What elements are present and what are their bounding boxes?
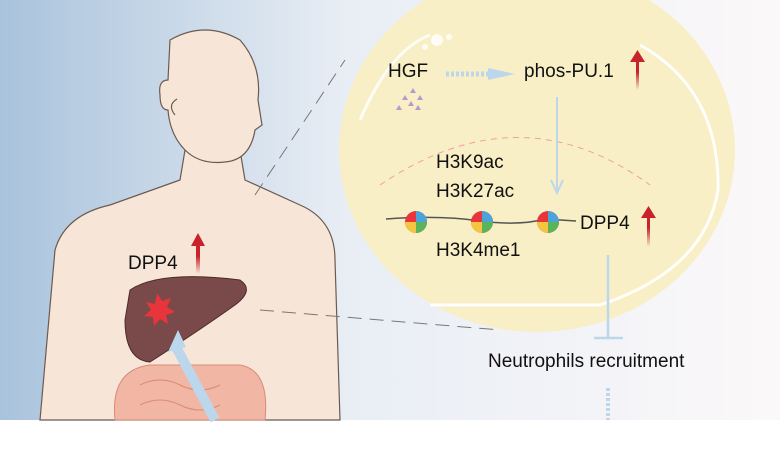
h3k9ac-label: H3K9ac (436, 152, 504, 173)
bubble (422, 44, 428, 50)
h3k27ac-label: H3K27ac (436, 181, 515, 202)
dpp4-body-label: DPP4 (128, 253, 178, 274)
up-arrow-head (641, 206, 656, 218)
up-arrow-head (191, 233, 205, 246)
phos-pu1-label: phos-PU.1 (524, 61, 614, 82)
up-arrow-body-icon (196, 244, 200, 274)
tumor-icon (144, 293, 175, 326)
cell (339, 0, 735, 332)
nucleus-boundary (379, 137, 651, 186)
cell-highlight (358, 33, 431, 121)
portal-vein-arrow (170, 342, 220, 423)
arrow-head (488, 68, 515, 80)
inhibition-bar (594, 255, 623, 340)
bubble (431, 34, 443, 46)
neutrophils-recruitment-label: Neutrophils recruitment (488, 351, 685, 372)
arrow-head (168, 330, 186, 352)
up-arrow-icon (636, 60, 639, 90)
up-arrow-head (630, 50, 645, 62)
zoom-line-top (254, 59, 346, 196)
nucleosomes-icon (405, 211, 559, 233)
cell-highlight (430, 43, 720, 307)
liver (124, 276, 247, 363)
hgf-particles-icon (396, 88, 423, 110)
up-arrow-icon (647, 215, 650, 247)
bubble (446, 34, 452, 40)
hgf-label: HGF (388, 61, 429, 82)
h3k4me1-label: H3K4me1 (436, 240, 521, 261)
arrow-head (550, 179, 564, 196)
zoom-line-bottom (259, 309, 501, 331)
dpp4-cell-label: DPP4 (580, 213, 630, 234)
